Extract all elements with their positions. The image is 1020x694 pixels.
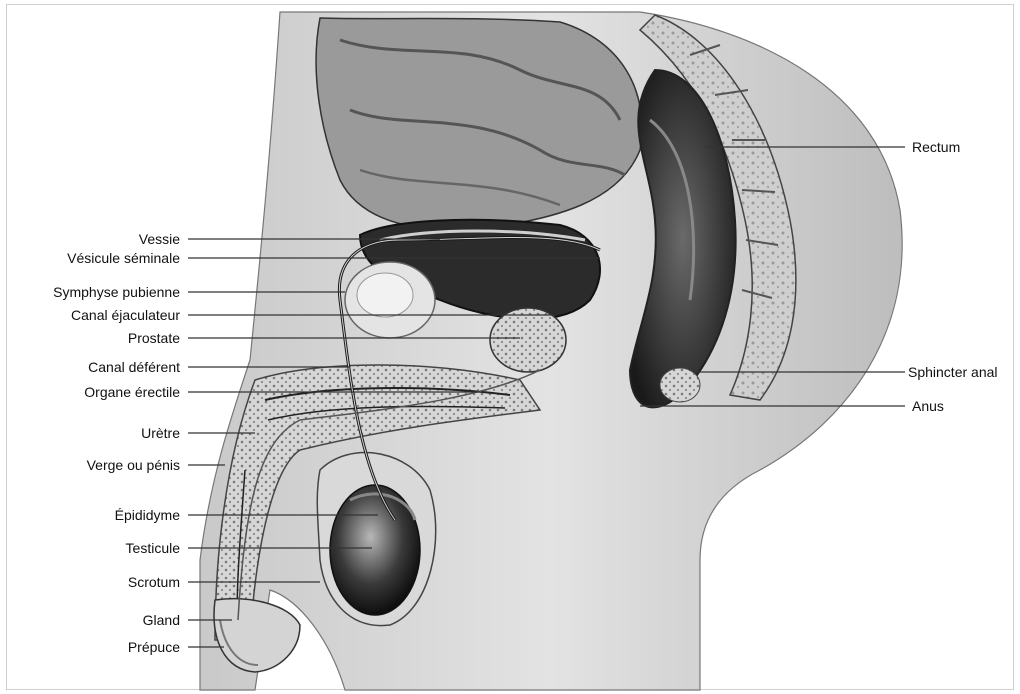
label-uretre: Urètre (0, 425, 180, 441)
label-anus: Anus (912, 398, 944, 414)
label-sphincter-anal: Sphincter anal (908, 364, 998, 380)
label-canal-deferent: Canal déférent (0, 359, 180, 375)
label-vesicule-seminale: Vésicule séminale (0, 250, 180, 266)
label-scrotum: Scrotum (0, 574, 180, 590)
label-epididyme: Épididyme (0, 507, 180, 523)
label-prostate: Prostate (0, 330, 180, 346)
label-verge-ou-penis: Verge ou pénis (0, 457, 180, 473)
label-gland: Gland (0, 612, 180, 628)
label-prepuce: Prépuce (0, 639, 180, 655)
label-vessie: Vessie (0, 231, 180, 247)
label-testicule: Testicule (0, 540, 180, 556)
label-canal-ejaculateur: Canal éjaculateur (0, 307, 180, 323)
label-organe-erectile: Organe érectile (0, 384, 180, 400)
label-symphyse-pubienne: Symphyse pubienne (0, 284, 180, 300)
label-rectum: Rectum (912, 139, 960, 155)
